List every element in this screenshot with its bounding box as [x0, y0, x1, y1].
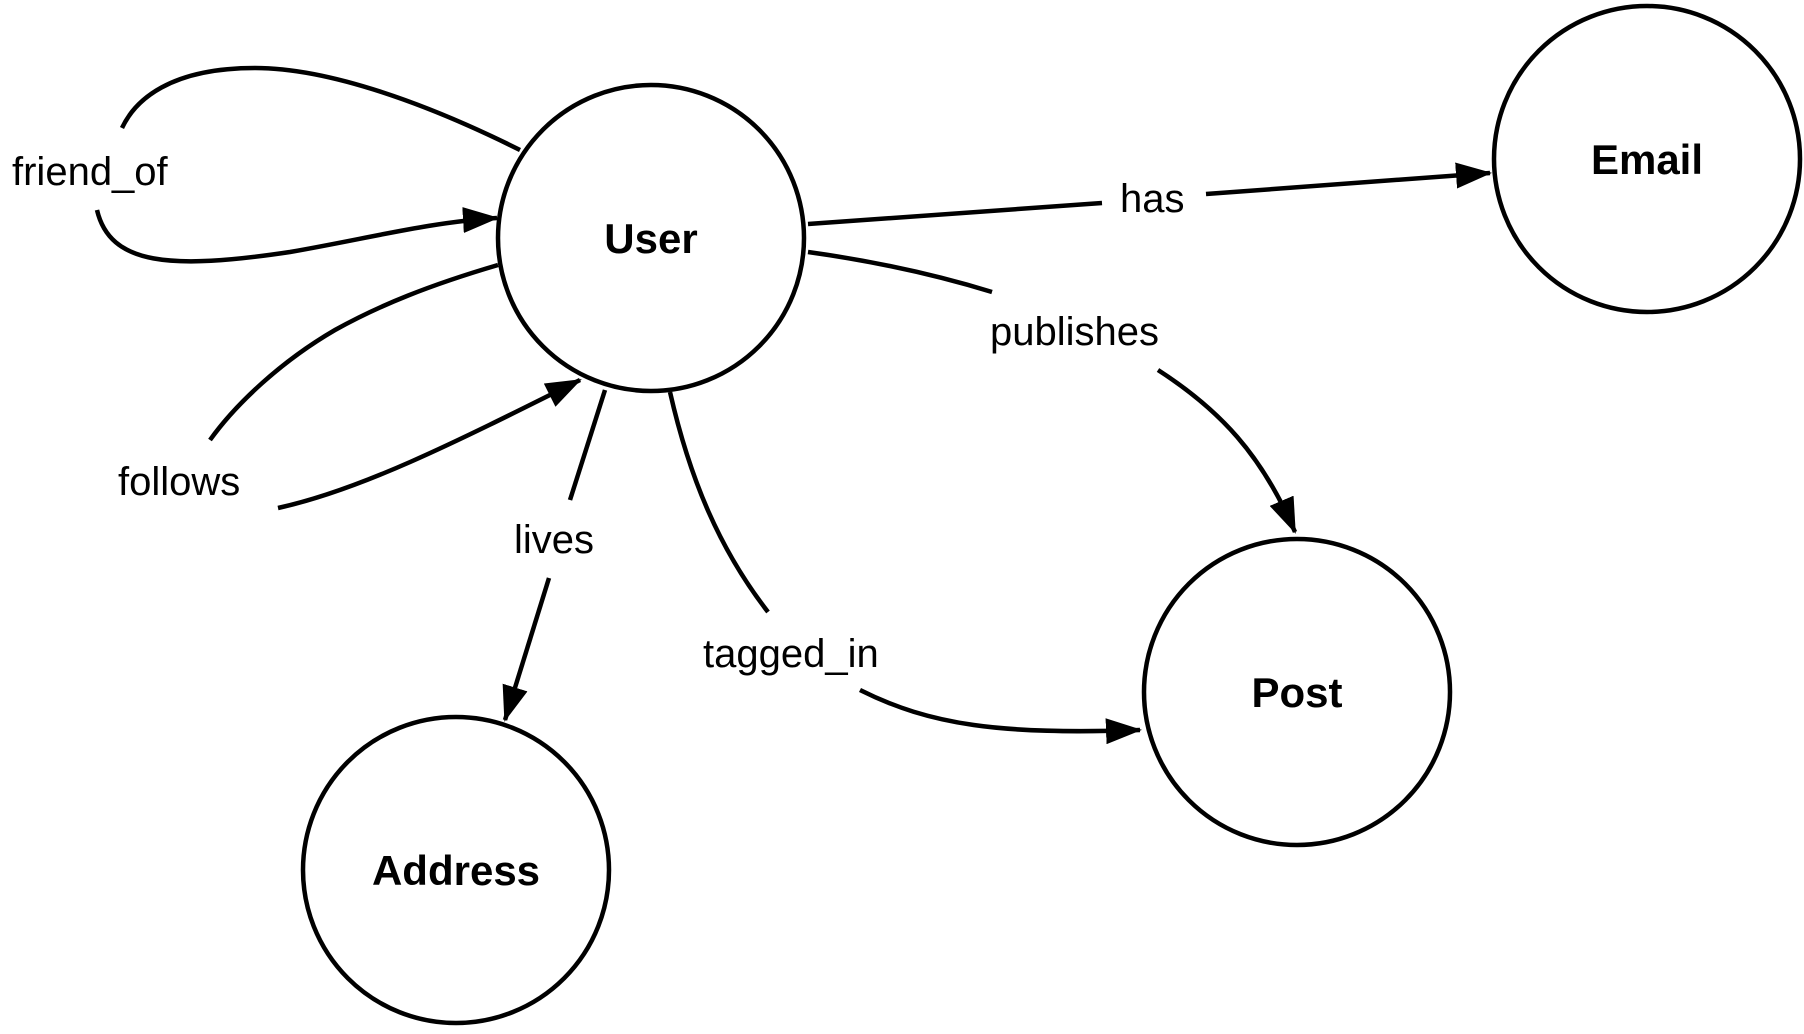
edge-tagged-in-line-a: [667, 391, 770, 614]
edge-publishes-line-b: [1156, 368, 1298, 534]
edge-friend-of: friend_of: [12, 65, 522, 264]
edge-lives-label: lives: [514, 518, 594, 562]
edge-follows-label: follows: [118, 460, 240, 504]
edge-tagged-in-line-b: [858, 687, 1142, 745]
edge-friend-of-label: friend_of: [12, 150, 169, 194]
node-email-label: Email: [1591, 136, 1703, 183]
node-user-label: User: [604, 215, 697, 262]
edge-friend-of-line: [119, 65, 522, 153]
edge-friend-of-line-lower: [94, 207, 499, 264]
edge-has-line-a: [807, 200, 1103, 227]
edge-follows: follows: [118, 262, 582, 511]
edge-tagged-in-label: tagged_in: [703, 632, 879, 676]
edge-publishes-label: publishes: [990, 310, 1159, 354]
node-address-circle: [300, 714, 612, 1026]
node-address: Address: [300, 714, 612, 1026]
edge-tagged-in: tagged_in: [667, 391, 1142, 745]
edge-lives: lives: [502, 389, 608, 722]
edge-lives-line-a: [567, 389, 608, 501]
node-user-circle: [495, 82, 807, 394]
edge-has-label: has: [1120, 177, 1185, 221]
edge-has: has: [807, 162, 1492, 227]
edge-has-line-b: [1205, 162, 1492, 197]
node-email-circle: [1491, 3, 1803, 315]
node-post-label: Post: [1251, 669, 1342, 716]
node-user: User: [495, 82, 807, 394]
edge-follows-line-upper: [208, 262, 499, 442]
node-email: Email: [1491, 3, 1803, 315]
node-post-circle: [1141, 536, 1453, 848]
edge-follows-line-lower: [277, 377, 582, 511]
edge-publishes: publishes: [807, 249, 1298, 534]
node-post: Post: [1141, 536, 1453, 848]
edge-lives-line-b: [502, 577, 552, 722]
edge-publishes-line-a: [807, 249, 993, 295]
node-address-label: Address: [372, 847, 540, 894]
